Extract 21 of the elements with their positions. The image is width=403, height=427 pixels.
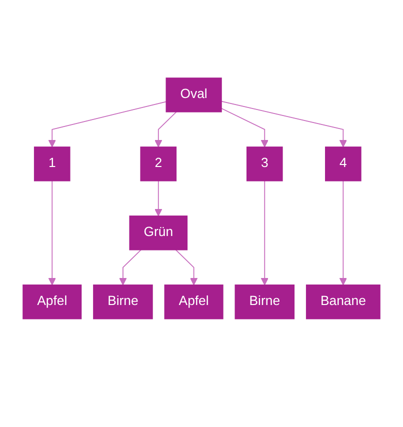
process-box: 4 (325, 146, 362, 182)
arrow (154, 180, 162, 216)
process-box: 2 (140, 146, 177, 182)
arrow (154, 112, 177, 148)
process-box: Apfel (164, 284, 224, 320)
arrow (339, 180, 348, 286)
arrow (260, 180, 268, 286)
process-box: 1 (34, 146, 70, 182)
process-box: Birne (93, 284, 153, 320)
process-box: Apfel (22, 284, 82, 320)
arrow (220, 100, 348, 148)
arrow (48, 180, 56, 286)
process-box: 3 (246, 146, 283, 182)
arrow (48, 101, 167, 148)
arrow (220, 108, 268, 148)
process-box: Birne (234, 284, 295, 320)
arrow (175, 249, 198, 286)
process-box: Grün (129, 216, 188, 250)
arrow (119, 249, 142, 286)
process-box: Banane (306, 284, 380, 320)
process-box: Oval (166, 78, 222, 112)
